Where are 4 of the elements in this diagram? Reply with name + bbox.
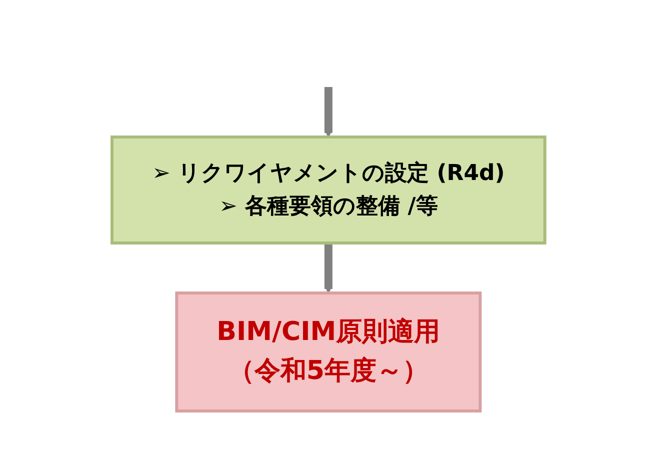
arrow xyxy=(324,242,333,293)
node-box: ➢ リクワイヤメントの設定 (R4d) ➢ 各種要領の整備 /等 xyxy=(110,135,546,244)
arrow xyxy=(324,86,333,137)
node-box: BIM/CIM原則適用 （令和5年度～） xyxy=(175,291,482,412)
